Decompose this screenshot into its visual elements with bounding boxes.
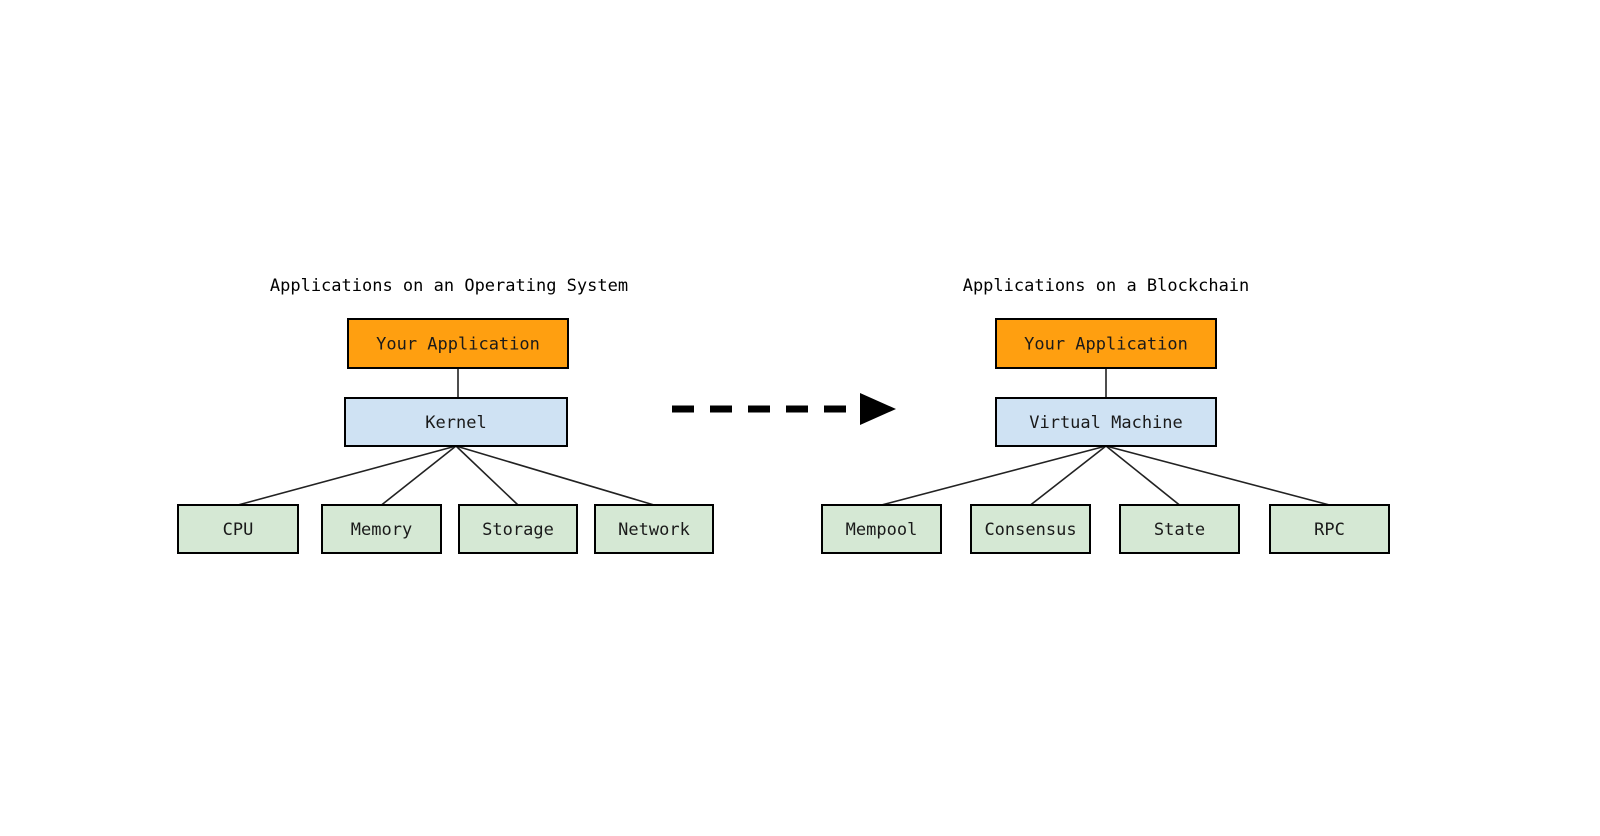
node-label-mempool: Mempool (846, 520, 918, 540)
edge-group-blockchain (881, 368, 1330, 506)
node-box-your-application-os[interactable] (347, 318, 569, 369)
node-box-cpu[interactable] (177, 504, 299, 554)
node-label-network: Network (618, 520, 690, 540)
node-label-storage: Storage (482, 520, 554, 540)
node-label-rpc: RPC (1314, 520, 1345, 540)
node-box-consensus[interactable] (970, 504, 1091, 554)
node-resource-state[interactable]: State (1119, 504, 1240, 554)
edge-kernel-to-cpu (237, 445, 457, 506)
edge-group-operating-system (237, 368, 655, 506)
edge-kernel-to-network (455, 445, 655, 506)
node-label-virtual-machine: Virtual Machine (1029, 413, 1183, 433)
panel-operating-system: Applications on an Operating System Your… (177, 276, 714, 554)
node-box-state[interactable] (1119, 504, 1240, 554)
node-resource-cpu[interactable]: CPU (177, 504, 299, 554)
node-resource-network[interactable]: Network (594, 504, 714, 554)
node-resource-mempool[interactable]: Mempool (821, 504, 942, 554)
node-label-state: State (1154, 520, 1205, 540)
node-box-kernel[interactable] (344, 397, 568, 447)
node-virtual-machine[interactable]: Virtual Machine (995, 397, 1217, 447)
panel-title-blockchain: Applications on a Blockchain (963, 276, 1250, 296)
edge-kernel-to-storage (455, 445, 519, 506)
node-label-memory: Memory (351, 520, 412, 540)
node-box-memory[interactable] (321, 504, 442, 554)
node-label-consensus: Consensus (984, 520, 1076, 540)
panel-title-operating-system: Applications on an Operating System (270, 276, 628, 296)
edge-vm-to-rpc (1105, 445, 1330, 506)
edge-vm-to-state (1105, 445, 1181, 506)
node-application-os[interactable]: Your Application (347, 318, 569, 369)
node-box-rpc[interactable] (1269, 504, 1390, 554)
transition-arrow-group (672, 393, 896, 425)
node-label-cpu: CPU (223, 520, 254, 540)
node-box-storage[interactable] (458, 504, 578, 554)
edge-vm-to-consensus (1030, 445, 1107, 506)
edge-vm-to-mempool (881, 445, 1107, 506)
node-label-kernel: Kernel (425, 413, 486, 433)
node-label-your-application-os: Your Application (376, 335, 540, 355)
node-box-mempool[interactable] (821, 504, 942, 554)
node-resource-memory[interactable]: Memory (321, 504, 442, 554)
node-label-your-application-blockchain: Your Application (1024, 335, 1188, 355)
node-box-virtual-machine[interactable] (995, 397, 1217, 447)
transition-arrow-head-icon (860, 393, 896, 425)
node-resource-storage[interactable]: Storage (458, 504, 578, 554)
node-resource-rpc[interactable]: RPC (1269, 504, 1390, 554)
panel-blockchain: Applications on a Blockchain Your Applic… (821, 276, 1390, 554)
node-box-network[interactable] (594, 504, 714, 554)
edge-kernel-to-memory (381, 445, 457, 506)
node-application-blockchain[interactable]: Your Application (995, 318, 1217, 369)
node-resource-consensus[interactable]: Consensus (970, 504, 1091, 554)
node-box-your-application-blockchain[interactable] (995, 318, 1217, 369)
node-kernel[interactable]: Kernel (344, 397, 568, 447)
